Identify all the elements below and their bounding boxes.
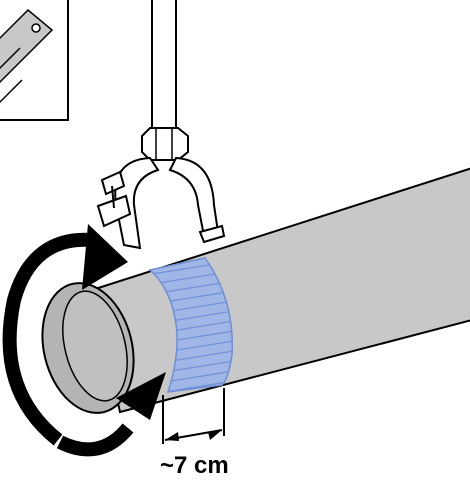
pipe-body — [90, 167, 470, 414]
pipe-end — [41, 282, 135, 414]
rotation-arrow-bottom — [56, 372, 166, 457]
measurement-label: ~7 cm — [160, 452, 229, 479]
rotation-arrow-top — [2, 224, 128, 446]
detail-inset — [0, 0, 69, 121]
dimension-marker — [162, 388, 225, 444]
hex-nut — [141, 127, 189, 161]
pipe-clamp — [96, 156, 226, 250]
threaded-rod — [151, 0, 177, 141]
